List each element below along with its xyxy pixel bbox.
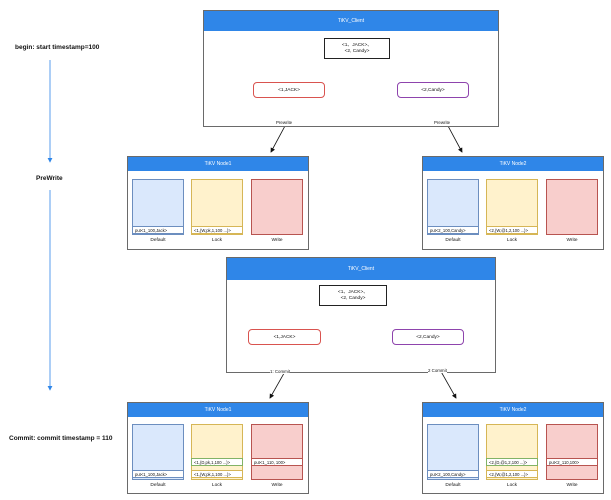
panel-header: TiKV_Client: [227, 258, 495, 280]
panel-header: TiKV Node1: [128, 157, 308, 171]
stage-prewrite-label: PreWrite: [36, 175, 63, 182]
key2-box: <2,Candy>: [397, 82, 469, 98]
client-kv-line: <1、JACK>、: [337, 289, 369, 295]
write-cf: [251, 424, 303, 480]
default-label: Default: [150, 238, 166, 243]
lock-label: Lock: [506, 238, 518, 243]
default-record: put<1_100,Jack>: [132, 226, 184, 234]
client-kv-line: <2, Candy>: [344, 48, 370, 54]
stage-commit-label: Commit: commit timestamp = 110: [9, 435, 113, 442]
panel-header: TiKV Node2: [423, 403, 603, 417]
default-label: Default: [445, 238, 461, 243]
default-cf: [427, 179, 479, 235]
write-record: put<1_110, 100>: [251, 458, 303, 466]
lock-cf: [486, 179, 538, 235]
prewrite-edge-label: Prewrite: [434, 120, 451, 125]
commit-edge-label: 1: Commit: [270, 369, 291, 374]
lock-record: <1,{W,pk,1,100 ...}>: [191, 470, 243, 478]
commit-edge-label: 2 Commit: [428, 368, 447, 373]
key1-box: <1,JACK>: [248, 329, 321, 345]
write-label: Write: [566, 238, 578, 243]
write-label: Write: [566, 483, 578, 488]
default-label: Default: [445, 483, 461, 488]
client-kv-box: <1、JACK>、 <2, Candy>: [324, 38, 390, 59]
lock-cf: [191, 179, 243, 235]
write-cf: [546, 179, 598, 235]
tikv-client-panel: TiKV_Client: [203, 10, 499, 127]
panel-header: TiKV_Client: [204, 11, 498, 31]
default-cf: [132, 179, 184, 235]
write-label: Write: [271, 483, 283, 488]
write-label: Write: [271, 238, 283, 243]
client-kv-box: <1、JACK>、 <2, Candy>: [319, 285, 387, 306]
stage-begin-label: begin: start timestamp=100: [15, 44, 100, 51]
lock-delete-record: <1,{D,pk,1,100 ...}>: [191, 458, 243, 466]
lock-label: Lock: [211, 483, 223, 488]
write-record: put<2_110,100>: [546, 458, 598, 466]
panel-header: TiKV Node1: [128, 403, 308, 417]
key1-box: <1,JACK>: [253, 82, 325, 98]
client-kv-line: <1、JACK>、: [341, 42, 373, 48]
default-record: put<1_100,Jack>: [132, 470, 184, 478]
client-kv-line: <2, Candy>: [340, 295, 366, 301]
tikv-client-panel: TiKV_Client: [226, 257, 496, 373]
default-record: put<2_100,Candy>: [427, 226, 479, 234]
lock-label: Lock: [211, 238, 223, 243]
write-cf: [546, 424, 598, 480]
write-cf: [251, 179, 303, 235]
lock-record: <2,{W,@1,2,100 ...}>: [486, 470, 538, 478]
prewrite-edge-label: Prewrite: [276, 120, 293, 125]
default-label: Default: [150, 483, 166, 488]
lock-label: Lock: [506, 483, 518, 488]
lock-record: <2,{W,@1,2,100 ...}>: [486, 226, 538, 234]
key2-box: <2,Candy>: [392, 329, 464, 345]
default-record: put<2_100,Candy>: [427, 470, 479, 478]
panel-header: TiKV Node2: [423, 157, 603, 171]
lock-record: <1,{W,pk,1,100 ...}>: [191, 226, 243, 234]
lock-delete-record: <2,{D,@1,2,100 ...}>: [486, 458, 538, 466]
